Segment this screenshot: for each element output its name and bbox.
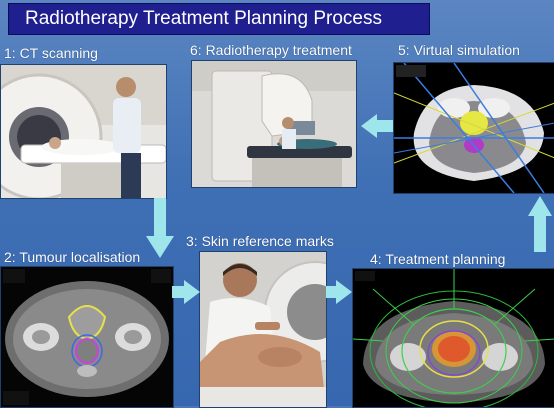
ct-scanner-photo	[0, 64, 167, 199]
step-2-label: 2: Tumour localisation	[4, 249, 141, 265]
arrow-left-icon	[361, 114, 393, 138]
page-title: Radiotherapy Treatment Planning Process	[25, 8, 382, 29]
step-3-label: 3: Skin reference marks	[186, 233, 334, 249]
step-4-label: 4: Treatment planning	[370, 251, 506, 267]
step-6-label: 6: Radiotherapy treatment	[190, 42, 352, 58]
ct-slice-image	[0, 266, 174, 408]
step-5-label: 5: Virtual simulation	[398, 42, 520, 58]
arrow-up-icon	[528, 196, 552, 252]
linac-photo	[191, 60, 357, 188]
arrow-down-icon	[146, 198, 174, 258]
arrow-right-icon	[326, 280, 352, 304]
virtual-simulation-image	[393, 62, 554, 194]
title-bar: Radiotherapy Treatment Planning Process	[8, 3, 430, 35]
skin-marking-photo	[199, 251, 327, 408]
step-1-label: 1: CT scanning	[4, 45, 98, 61]
treatment-plan-image	[352, 268, 554, 408]
arrow-right-icon	[172, 280, 200, 304]
